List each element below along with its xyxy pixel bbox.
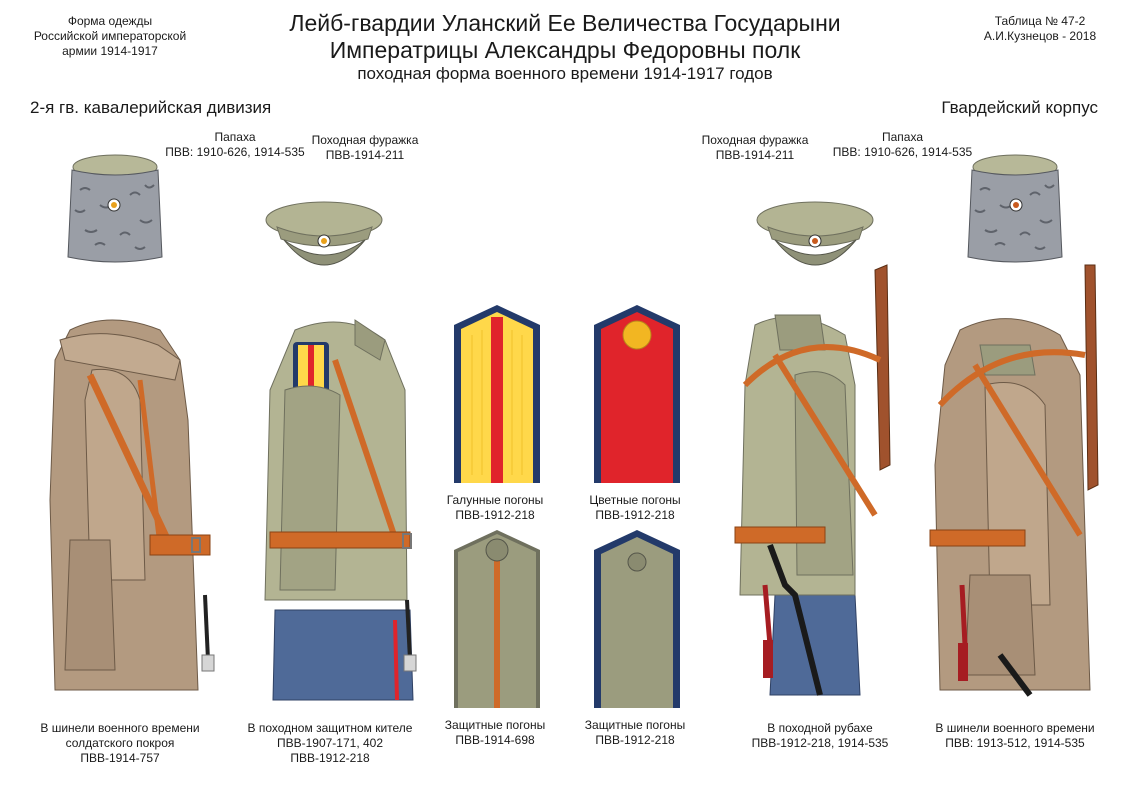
papakha-right-image — [967, 154, 1063, 263]
caption-cap-left: Походная фуражка ПВВ-1914-211 — [290, 133, 440, 163]
caption-line: ПВВ-1912-218 — [290, 751, 370, 765]
caption-rubakha: В походной рубахе ПВВ-1912-218, 1914-535 — [720, 721, 920, 751]
rubakha-figure — [734, 264, 891, 696]
caption-ref: ПВВ-1914-211 — [715, 148, 795, 162]
caption-ref: ПВВ: 1910-626, 1914-535 — [165, 145, 305, 159]
caption-line: В походном защитном кителе — [247, 721, 413, 735]
caption-khaki-board-1: Защитные погоны ПВВ-1914-698 — [420, 718, 570, 748]
greatcoat-right-figure — [929, 264, 1099, 697]
caption-khaki-board-2: Защитные погоны ПВВ-1912-218 — [560, 718, 710, 748]
caption-line: В шинели военного времени — [40, 721, 200, 735]
kitel-figure — [264, 319, 417, 701]
caption-line: солдатского покроя — [65, 736, 175, 750]
caption-ref: ПВВ-1914-211 — [325, 148, 405, 162]
caption-name: Галунные погоны — [446, 493, 544, 507]
colored-board-image — [594, 305, 680, 483]
caption-name: Защитные погоны — [444, 718, 546, 732]
division-left: 2-я гв. кавалерийская дивизия — [30, 98, 272, 117]
cap-right-image — [756, 201, 874, 266]
table-info: Таблица № 47-2 А.И.Кузнецов - 2018 — [955, 14, 1125, 44]
khaki-board-2-image — [594, 530, 680, 708]
caption-greatcoat-left: В шинели военного времени солдатского по… — [20, 721, 220, 766]
caption-line: ПВВ-1912-218, 1914-535 — [751, 736, 889, 750]
caption-name: Защитные погоны — [584, 718, 686, 732]
caption-line: ПВВ: 1913-512, 1914-535 — [945, 736, 1085, 750]
series-line: Российской императорской — [33, 29, 187, 43]
caption-ref: ПВВ: 1910-626, 1914-535 — [832, 145, 973, 159]
caption-line: ПВВ-1907-171, 402 — [276, 736, 384, 750]
series-line: армии 1914-1917 — [62, 44, 158, 58]
caption-colored-board: Цветные погоны ПВВ-1912-218 — [560, 493, 710, 523]
caption-line: ПВВ-1914-757 — [80, 751, 160, 765]
author: А.И.Кузнецов - 2018 — [983, 29, 1097, 43]
caption-ref: ПВВ-1914-698 — [455, 733, 535, 747]
caption-ref: ПВВ-1912-218 — [595, 733, 675, 747]
cap-left-image — [265, 201, 383, 266]
braided-board-image — [454, 305, 540, 483]
caption-line: В шинели военного времени — [935, 721, 1095, 735]
caption-kitel: В походном защитном кителе ПВВ-1907-171,… — [230, 721, 430, 766]
caption-name: Папаха — [214, 130, 256, 144]
title-line-2: Императрицы Александры Федоровны полк — [329, 37, 801, 63]
caption-name: Папаха — [881, 130, 923, 144]
caption-papakha-right: Папаха ПВВ: 1910-626, 1914-535 — [820, 130, 985, 160]
table-number: Таблица № 47-2 — [994, 14, 1086, 28]
caption-name: Цветные погоны — [589, 493, 681, 507]
caption-name: Походная фуражка — [311, 133, 419, 147]
series-caption: Форма одежды Российской императорской ар… — [20, 14, 200, 59]
papakha-left-image — [67, 154, 163, 263]
subtitle: походная форма военного времени 1914-191… — [357, 64, 773, 83]
caption-name: Походная фуражка — [701, 133, 809, 147]
caption-line: В походной рубахе — [767, 721, 873, 735]
caption-braided-board: Галунные погоны ПВВ-1912-218 — [420, 493, 570, 523]
caption-papakha-left: Папаха ПВВ: 1910-626, 1914-535 — [150, 130, 320, 160]
division-right: Гвардейский корпус — [941, 98, 1098, 117]
caption-cap-right: Походная фуражка ПВВ-1914-211 — [680, 133, 830, 163]
caption-ref: ПВВ-1912-218 — [595, 508, 675, 522]
series-line: Форма одежды — [67, 14, 153, 28]
caption-greatcoat-right: В шинели военного времени ПВВ: 1913-512,… — [915, 721, 1115, 751]
caption-ref: ПВВ-1912-218 — [455, 508, 535, 522]
greatcoat-left-figure — [49, 319, 215, 691]
khaki-board-1-image — [454, 530, 540, 708]
title-line-1: Лейб-гвардии Уланский Ее Величества Госу… — [289, 10, 841, 36]
page-title: Лейб-гвардии Уланский Ее Величества Госу… — [220, 10, 910, 84]
